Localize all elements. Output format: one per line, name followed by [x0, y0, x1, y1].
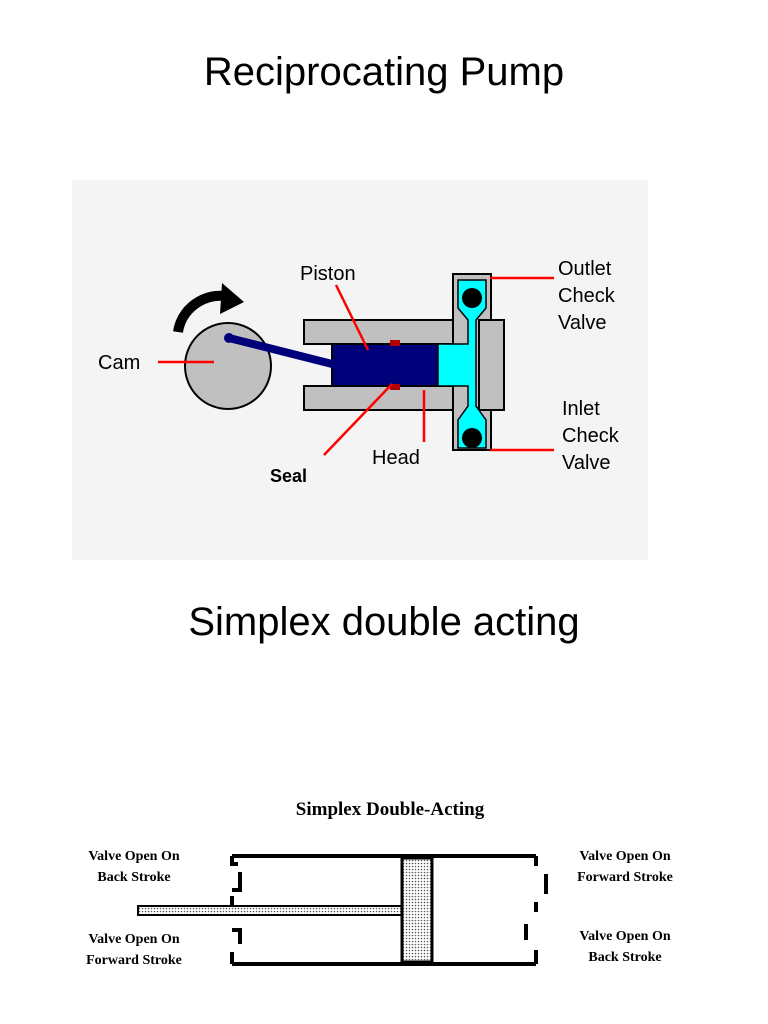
seal-bottom: [390, 384, 400, 390]
connecting-rod: [228, 334, 341, 370]
outlet-check-ball: [462, 288, 482, 308]
diagram-title: Simplex Double-Acting: [296, 799, 485, 820]
right-top-label-line-1: Valve Open On: [579, 849, 670, 864]
seal-label: Seal: [270, 466, 307, 486]
valve-housing-side: [478, 319, 505, 411]
left-bottom-label-line-1: Valve Open On: [88, 932, 179, 947]
page-title: Reciprocating Pump: [203, 50, 565, 94]
seal-top: [390, 340, 400, 346]
piston-label: Piston: [300, 263, 356, 285]
right-bottom-label-line-2: Back Stroke: [588, 950, 661, 965]
piston: [331, 343, 441, 387]
cylinder-outline: [230, 854, 548, 966]
outlet-label-line-2: Check: [558, 285, 616, 307]
section-title: Simplex double acting: [188, 600, 580, 644]
cam-label: Cam: [98, 352, 140, 374]
fluid-passage: [437, 279, 487, 449]
left-bottom-label-line-2: Forward Stroke: [86, 953, 182, 968]
inlet-label-line-1: Inlet: [562, 398, 600, 420]
inlet-label-line-3: Valve: [562, 452, 611, 474]
head-label: Head: [372, 447, 420, 469]
right-top-label-line-2: Forward Stroke: [577, 870, 673, 885]
leader-lines: [158, 276, 554, 456]
outlet-label-line-1: Outlet: [558, 258, 612, 280]
rod-pivot: [224, 333, 234, 343]
outlet-label-line-3: Valve: [558, 312, 607, 334]
piston: [400, 856, 434, 964]
reciprocating-pump-diagram: Piston Cam Seal Head Outlet Check Valve …: [72, 180, 648, 560]
arrow-head-icon: [220, 283, 244, 314]
piston-rod: [137, 905, 407, 916]
inlet-label-line-2: Check: [562, 425, 620, 447]
inlet-check-ball: [462, 428, 482, 448]
left-top-label-line-1: Valve Open On: [88, 849, 179, 864]
simplex-double-acting-diagram: Simplex Double-Acting Valve Open On Back…: [86, 799, 673, 968]
right-bottom-label-line-1: Valve Open On: [579, 929, 670, 944]
left-top-label-line-2: Back Stroke: [97, 870, 170, 885]
